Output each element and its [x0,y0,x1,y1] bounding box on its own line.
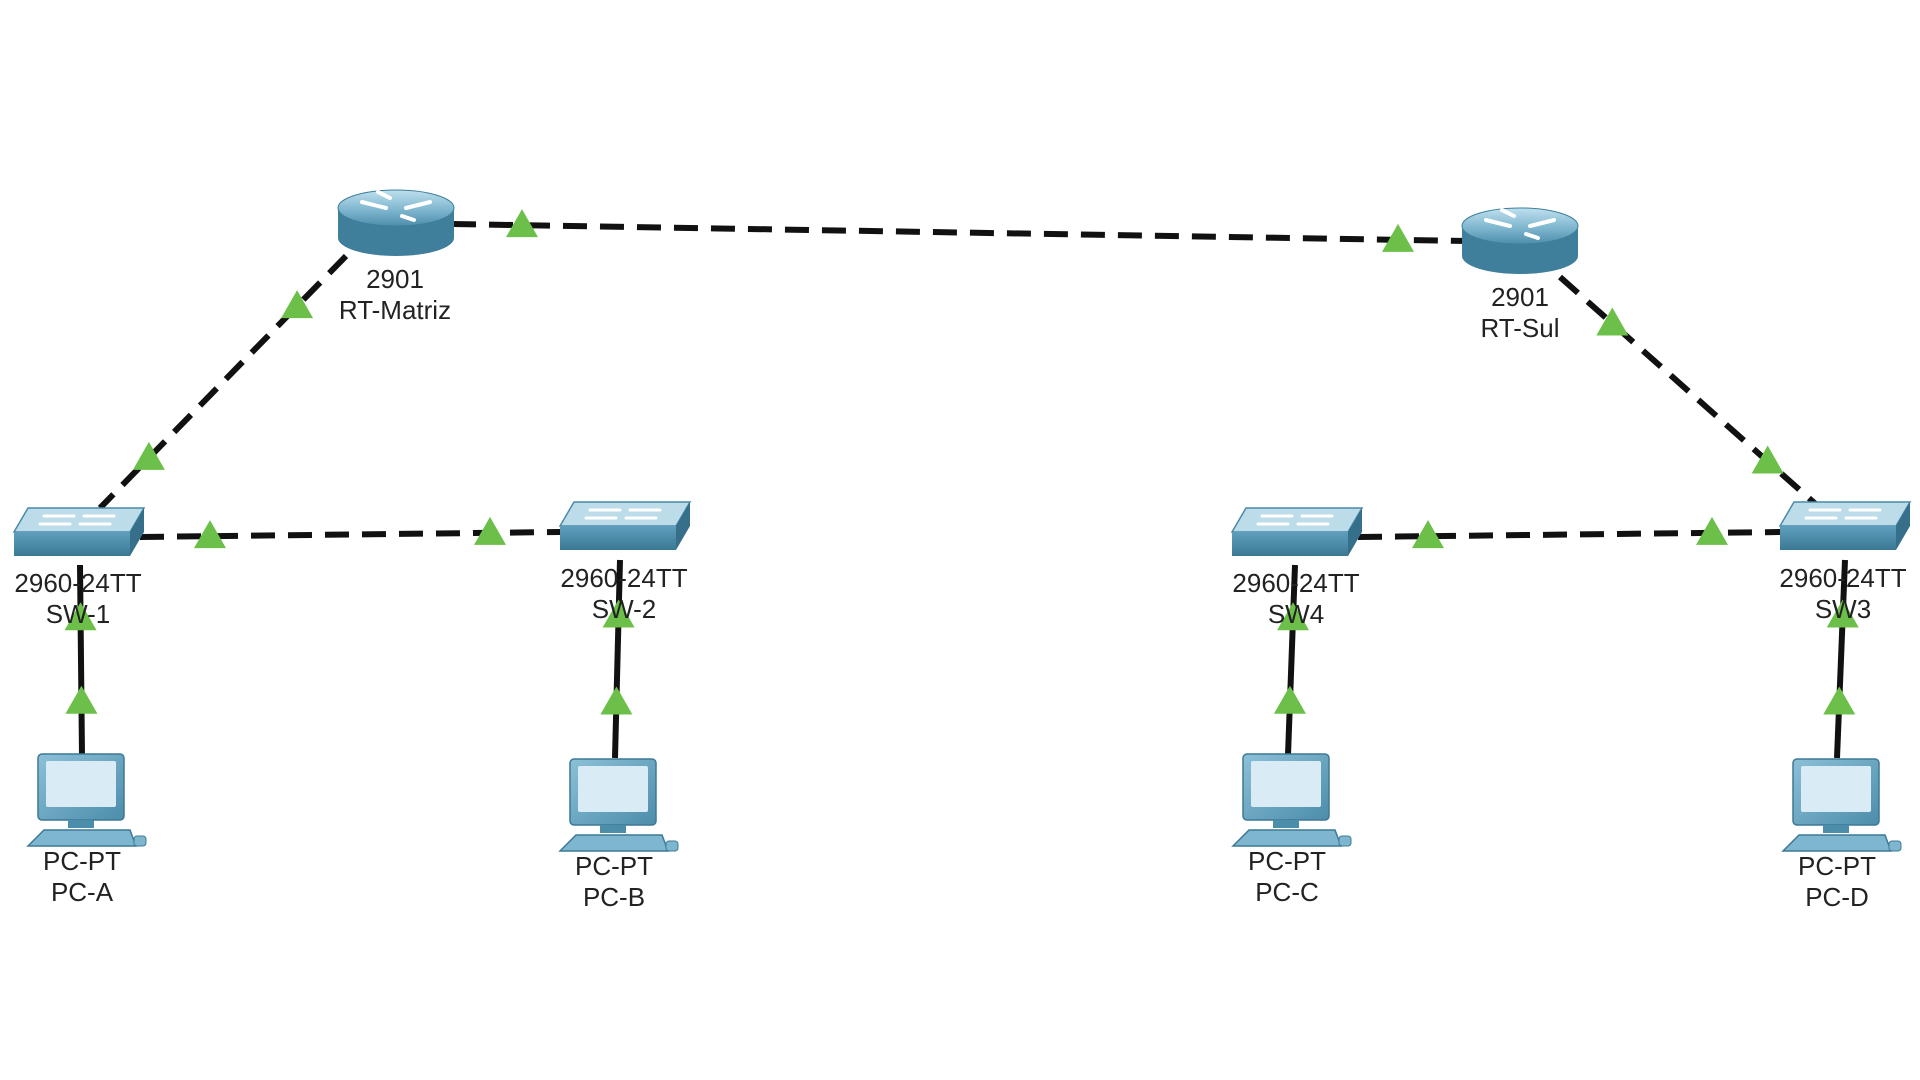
device-label-sw1: 2960-24TT SW-1 [14,568,141,630]
device-label-pc-c: PC-PT PC-C [1248,846,1326,908]
device-label-rt-matriz: 2901 RT-Matriz [339,264,451,326]
link-status-up-icon [132,441,165,470]
device-name: SW3 [1814,594,1872,624]
link-status-up-icon [1826,599,1859,628]
switch-icon[interactable] [12,507,146,556]
device-model: 2960-24TT [1779,563,1907,593]
devices-layer [12,189,1912,852]
router-icon[interactable] [1461,207,1579,274]
link-status-up-icon [193,520,226,549]
device-name: PC-B [582,882,646,912]
link-rt-matriz-sw1[interactable] [97,253,349,511]
device-label-pc-d: PC-PT PC-D [1798,851,1876,913]
device-name: SW-1 [45,599,111,629]
link-status-up-icon [1823,686,1856,715]
link-status-up-icon [600,686,633,715]
link-status-up-icon [65,685,98,714]
device-label-rt-sul: 2901 RT-Sul [1481,282,1560,344]
device-label-sw2: 2960-24TT SW-2 [560,563,687,625]
pc-icon[interactable] [1781,758,1902,852]
device-label-pc-b: PC-PT PC-B [575,851,653,913]
device-model: PC-PT [1248,846,1326,876]
link-status-up-icon [1411,520,1444,549]
switch-icon[interactable] [1230,507,1364,556]
link-status-up-icon [505,209,538,238]
device-model: 2901 [1491,282,1549,312]
link-status-up-icon [474,516,507,545]
device-name: RT-Sul [1480,313,1560,343]
link-status-up-icon [1277,602,1310,631]
link-sw4-pc-c[interactable] [1285,564,1298,756]
device-label-pc-a: PC-PT PC-A [43,846,121,908]
link-status-layer [64,209,1859,715]
link-status-up-icon [64,602,97,631]
link-sw2-pc-b[interactable] [612,559,623,759]
pc-icon[interactable] [558,758,679,852]
link-rt-sul-sw3[interactable] [1558,274,1822,511]
pc-icon[interactable] [1231,753,1352,847]
switch-icon[interactable] [1778,501,1912,550]
device-model: PC-PT [43,846,121,876]
link-status-up-icon [602,599,635,628]
device-name: PC-C [1255,877,1319,907]
device-model: 2960-24TT [560,563,688,593]
device-label-sw3: 2960-24TT SW3 [1779,563,1906,625]
device-model: 2960-24TT [14,568,142,598]
link-status-up-icon [1382,223,1415,252]
device-name: SW4 [1267,599,1325,629]
link-status-up-icon [1596,307,1629,336]
device-label-sw4: 2960-24TT SW4 [1232,568,1359,630]
device-name: PC-A [50,877,114,907]
link-status-up-icon [1751,445,1784,474]
link-sw1-pc-a[interactable] [77,564,85,756]
link-status-up-icon [281,290,314,319]
device-model: 2901 [366,264,424,294]
device-model: PC-PT [1798,851,1876,881]
device-model: PC-PT [575,851,653,881]
switch-icon[interactable] [558,501,692,550]
device-name: RT-Matriz [338,295,452,325]
device-name: PC-D [1805,882,1869,912]
router-icon[interactable] [337,189,455,256]
link-status-up-icon [1696,516,1729,545]
device-name: SW-2 [591,594,657,624]
link-rt-matriz-rt-sul[interactable] [451,221,1469,244]
pc-icon[interactable] [26,753,147,847]
link-status-up-icon [1273,685,1306,714]
link-sw3-pc-d[interactable] [1834,559,1848,759]
device-model: 2960-24TT [1232,568,1360,598]
